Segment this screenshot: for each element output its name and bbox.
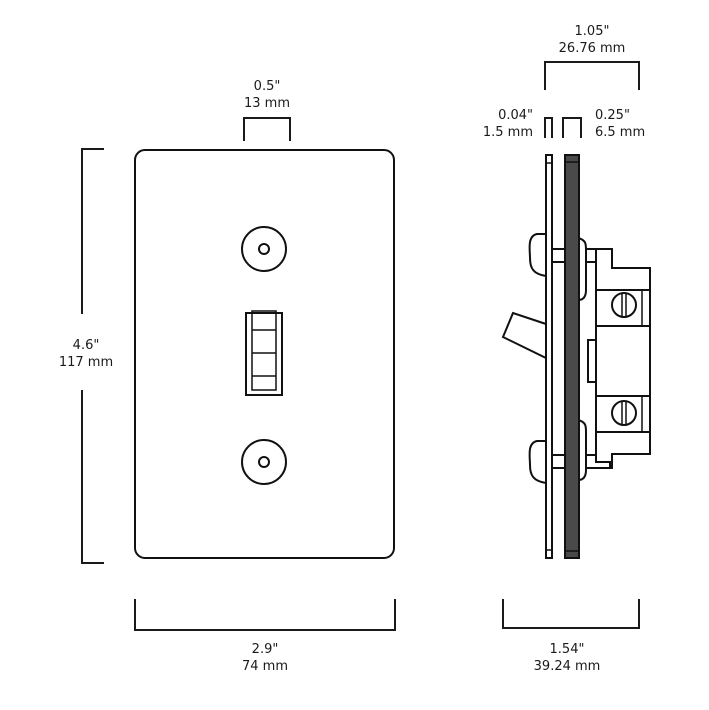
height-dimension: 4.6" 117 mm — [59, 148, 113, 564]
bottom-bumper — [528, 440, 547, 485]
toggle-lever-icon — [245, 310, 283, 396]
bottom-screw-icon — [241, 439, 287, 485]
top-bumper — [528, 233, 547, 278]
plate-thickness-dimension: 0.04" 1.5 mm — [483, 108, 553, 140]
height-mm: 117 mm — [59, 355, 113, 370]
gasket-thickness-inches: 0.25" — [595, 108, 630, 123]
overall-depth-top-mm: 26.76 mm — [559, 41, 626, 56]
top-screw-icon — [241, 226, 287, 272]
toggle-width-dimension: 0.5" 13 mm — [243, 79, 291, 141]
width-dimension: 2.9" 74 mm — [134, 599, 396, 674]
plate-thickness-inches: 0.04" — [498, 108, 533, 123]
gasket — [564, 154, 580, 559]
side-plate — [545, 154, 553, 559]
gasket-thickness-mm: 6.5 mm — [595, 125, 645, 140]
terminal-screw-top-icon — [611, 292, 637, 318]
width-inches: 2.9" — [252, 642, 279, 657]
width-mm: 74 mm — [242, 659, 288, 674]
front-view: 0.5" 13 mm 4.6" 117 mm 2.9" 74 mm — [59, 79, 396, 674]
total-depth-dimension: 1.54" 39.24 mm — [502, 599, 640, 674]
total-depth-mm: 39.24 mm — [534, 659, 601, 674]
toggle-width-mm: 13 mm — [244, 96, 290, 111]
height-inches: 4.6" — [73, 338, 100, 353]
terminal-screw-bottom-icon — [611, 400, 637, 426]
total-depth-inches: 1.54" — [550, 642, 585, 657]
overall-depth-top-dimension: 1.05" 26.76 mm — [544, 24, 640, 90]
toggle-width-inches: 0.5" — [254, 79, 281, 94]
side-toggle-lever — [501, 311, 547, 360]
gasket-thickness-dimension: 0.25" 6.5 mm — [562, 108, 645, 140]
overall-depth-top-inches: 1.05" — [575, 24, 610, 39]
side-view: 1.05" 26.76 mm 0.04" 1.5 mm 0.25" 6.5 mm… — [483, 24, 651, 674]
plate-thickness-mm: 1.5 mm — [483, 125, 533, 140]
